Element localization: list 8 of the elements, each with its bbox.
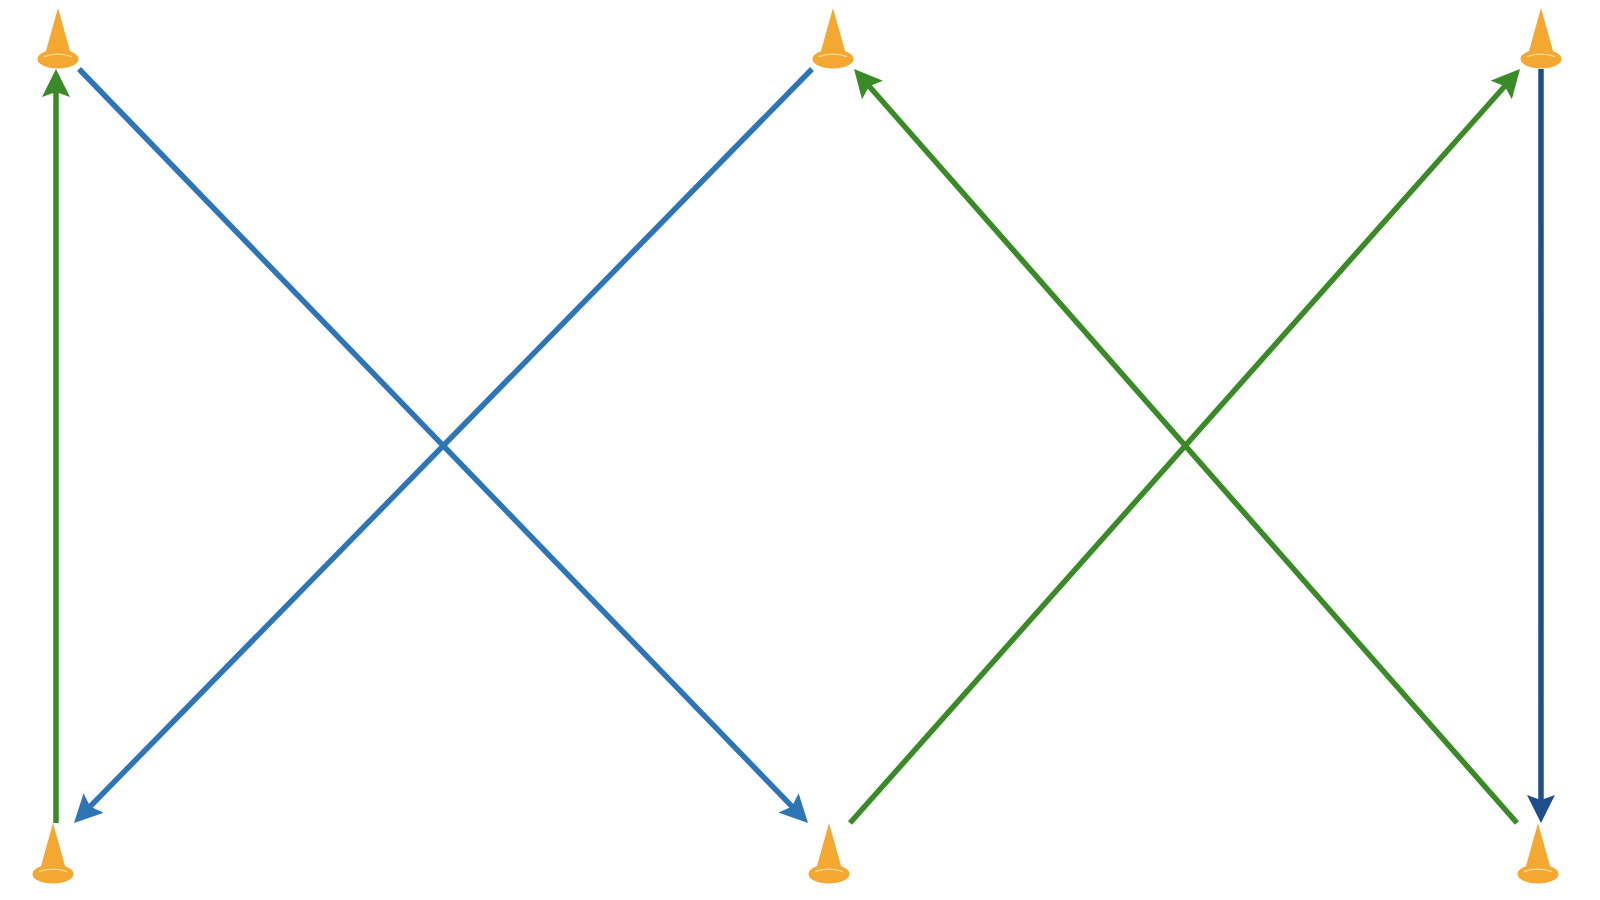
traffic-cone (1517, 823, 1559, 884)
arrow (42, 69, 70, 823)
arrow (1527, 69, 1555, 823)
traffic-cone (812, 8, 854, 69)
traffic-cone (808, 823, 850, 884)
traffic-cone (32, 823, 74, 884)
traffic-cone (1520, 8, 1562, 69)
traffic-cone (37, 8, 79, 69)
